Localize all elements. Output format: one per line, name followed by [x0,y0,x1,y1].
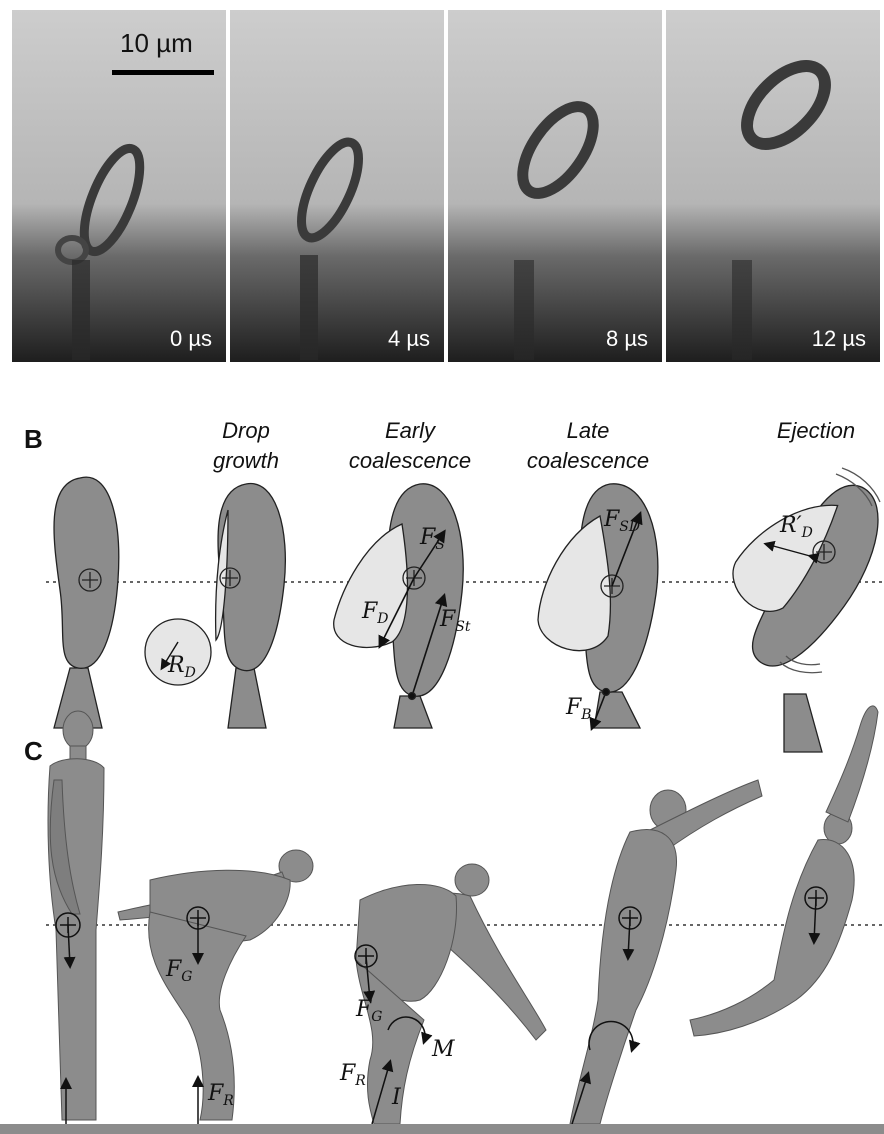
sterigma-5 [784,694,822,752]
label-fr-2: FR [339,1061,366,1089]
hilar-point-3 [409,693,416,700]
sterigma-2 [228,668,266,728]
label-fst: FSt [439,607,471,635]
human-figure-extending [570,780,762,1124]
coalescing-drop-4 [538,516,610,651]
ground [0,1124,884,1134]
sterigma-3 [394,696,432,728]
hilar-point-4 [603,689,610,696]
coalescing-drop-3 [334,524,408,647]
sterigma-4 [594,692,640,728]
label-m: M [431,1037,455,1062]
spore-1 [54,477,119,668]
human-figure-crouched [118,850,313,1120]
human-figure-airborne [690,706,878,1036]
label-i: I [391,1085,402,1110]
label-fb: FB [565,695,592,723]
human-figure-rising [356,864,546,1124]
